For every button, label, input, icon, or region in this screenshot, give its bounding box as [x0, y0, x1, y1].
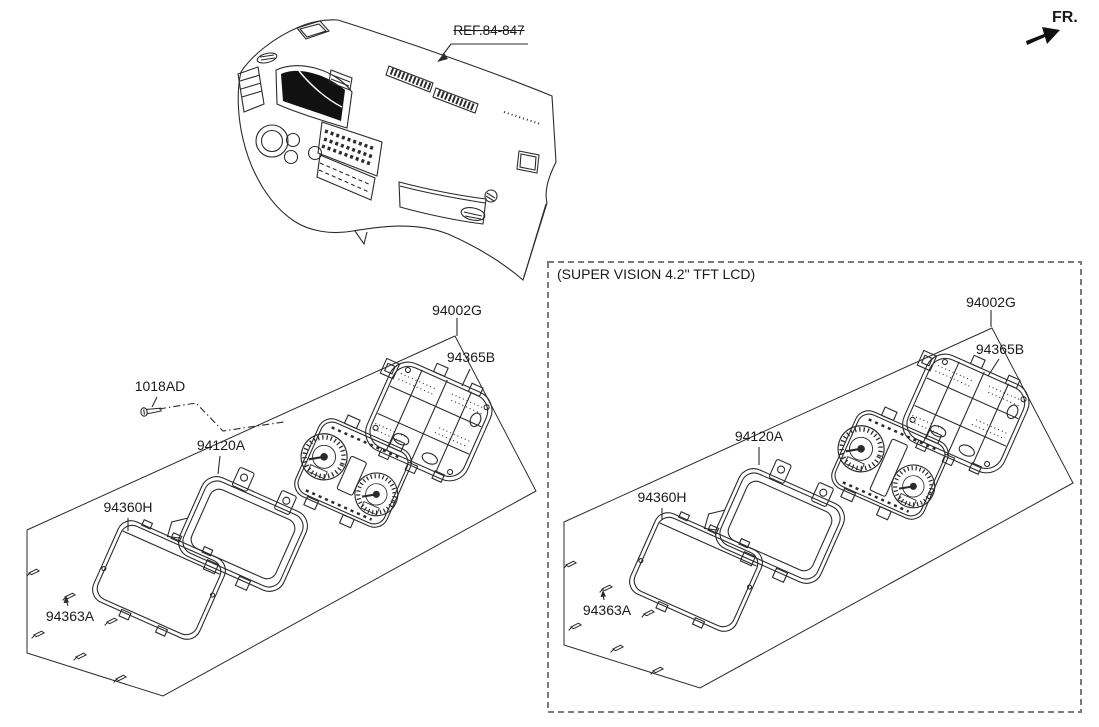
right-callout-94363A[interactable]: 94363A — [582, 602, 632, 618]
right-callout-94002G[interactable]: 94002G — [966, 294, 1016, 310]
left-rear-cover-art — [348, 343, 503, 494]
left-callout-1018AD[interactable]: 1018AD — [134, 378, 186, 394]
right-callout-94120A[interactable]: 94120A — [734, 428, 784, 444]
dash-defroster-grilles-icon — [385, 65, 479, 114]
left-cluster-face-art — [285, 404, 421, 542]
dashboard-illustration — [237, 19, 557, 281]
right-callout-94365B[interactable]: 94365B — [975, 341, 1025, 357]
right-housing-art — [695, 442, 858, 596]
ref-callout-leader — [437, 43, 528, 62]
left-window-art — [85, 511, 233, 649]
screw-1018ad-art — [140, 407, 162, 417]
fr-direction-arrow-icon — [1026, 27, 1060, 45]
left-housing-art — [158, 450, 321, 604]
right-cluster-face-art — [822, 396, 958, 534]
dash-left-vent-icon — [256, 52, 278, 64]
front-marker-label: FR. — [1052, 9, 1078, 26]
left-pad-clips — [26, 568, 127, 683]
right-callout-94360H[interactable]: 94360H — [637, 489, 687, 505]
left-callout-94360H[interactable]: 94360H — [103, 499, 153, 515]
right-assembly-art — [563, 310, 1074, 689]
ref-callout-label[interactable]: REF.84-847 — [453, 23, 525, 38]
supervision-variant-title: (SUPER VISION 4.2" TFT LCD) — [557, 266, 756, 282]
supervision-variant-box — [547, 261, 1082, 713]
left-callout-94002G[interactable]: 94002G — [432, 302, 482, 318]
left-assembly-art — [26, 318, 537, 697]
left-callout-94120A[interactable]: 94120A — [196, 437, 246, 453]
left-callout-94365B[interactable]: 94365B — [446, 349, 496, 365]
dash-cluster-opening — [275, 65, 353, 129]
left-callout-94363A[interactable]: 94363A — [45, 608, 95, 624]
right-window-art — [622, 503, 770, 641]
right-rear-cover-art — [885, 335, 1040, 486]
